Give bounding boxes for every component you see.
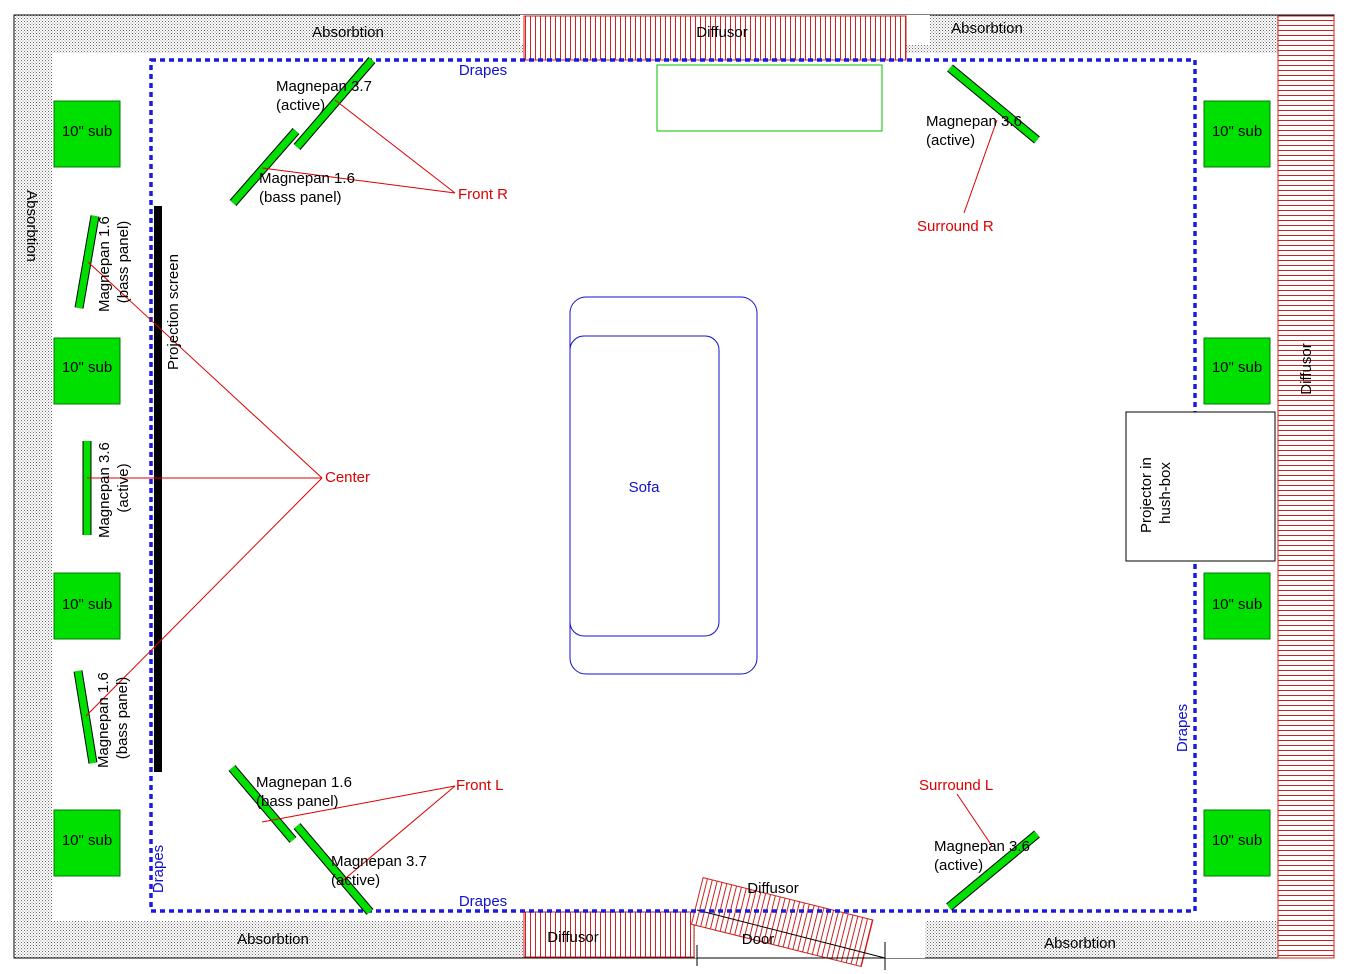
channel-center-label: Center: [325, 469, 370, 486]
panel-front-l-37: [293, 823, 374, 915]
speaker-center-top-16-label: Magnepan 1.6 (bass panel): [96, 212, 132, 312]
projection-screen-bar: [154, 206, 162, 772]
diffusor-top-panel: [523, 15, 907, 61]
sofa-inner: [569, 335, 720, 637]
absorption-bottom-right-label: Absorbtion: [1044, 935, 1116, 952]
channel-surround-r-label: Surround R: [917, 218, 994, 235]
diffusor-top-label: Diffusor: [696, 24, 747, 41]
channel-surround-l-label: Surround L: [919, 777, 993, 794]
top-green-frame: [656, 64, 883, 132]
sub-left-3-label: 10" sub: [62, 596, 112, 613]
subwoofers: [53, 100, 1271, 877]
speaker-surround-r-36-label: Magnepan 3.6 (active): [926, 113, 1026, 149]
sub-left-4-label: 10" sub: [62, 832, 112, 849]
sofa: [569, 296, 758, 675]
speaker-front-r-16-label: Magnepan 1.6 (bass panel): [259, 170, 359, 206]
speaker-surround-l-36-label: Magnepan 3.6 (active): [934, 838, 1034, 874]
sub-right-1: [1203, 100, 1271, 168]
panel-center-bottom-16: [73, 670, 98, 764]
speaker-center-36-label: Magnepan 3.6 (active): [96, 438, 132, 538]
diffusor-bottom-label: Diffusor: [547, 929, 598, 946]
channel-front-r-label: Front R: [458, 186, 508, 203]
projection-screen-label: Projection screen: [165, 254, 182, 370]
sub-right-3: [1203, 572, 1271, 640]
sub-right-1-label: 10" sub: [1212, 123, 1262, 140]
sub-left-1: [53, 100, 121, 168]
panel-center-top-16: [74, 215, 100, 309]
drapes-right-label: Drapes: [1174, 704, 1191, 752]
panel-front-r-16: [229, 128, 300, 206]
sub-right-2-label: 10" sub: [1212, 359, 1262, 376]
panel-surround-r-36: [947, 64, 1040, 144]
drapes-top-label: Drapes: [459, 62, 507, 79]
sub-right-4-label: 10" sub: [1212, 832, 1262, 849]
diffusor-angled-panel: [690, 877, 874, 968]
diffusor-right-label: Diffusor: [1298, 343, 1315, 394]
absorption-left-label: Absorbtion: [23, 190, 40, 262]
absorption-bottom-left-label: Absorbtion: [237, 931, 309, 948]
diffusor-right-panel: [1277, 15, 1335, 959]
projector-label: Projector in hush-box: [1138, 453, 1174, 533]
channel-front-l-label: Front L: [456, 777, 504, 794]
sub-right-3-label: 10" sub: [1212, 596, 1262, 613]
drapes-left-label: Drapes: [150, 845, 167, 893]
door: [696, 909, 886, 970]
diffusor-angled-label: Diffusor: [747, 880, 798, 897]
sub-left-2: [53, 337, 121, 405]
sub-left-4: [53, 809, 121, 877]
sub-left-1-label: 10" sub: [62, 123, 112, 140]
sofa-label: Sofa: [629, 479, 661, 496]
speaker-center-bottom-16-label: Magnepan 1.6 (bass panel): [95, 668, 131, 768]
projector-box: [1125, 411, 1276, 562]
sub-right-4: [1203, 809, 1271, 877]
door-label: Door: [742, 931, 775, 948]
speaker-front-l-37-label: Magnepan 3.7 (active): [331, 853, 431, 889]
diffusor-bottom-panel: [523, 911, 695, 958]
sub-left-2-label: 10" sub: [62, 359, 112, 376]
panel-surround-l-36: [946, 830, 1040, 911]
speaker-panels: [73, 57, 1040, 915]
drapes-bottom-label: Drapes: [459, 893, 507, 910]
diffusors: [523, 15, 1335, 968]
absorption-top-left-label: Absorbtion: [312, 24, 384, 41]
panel-front-l-16: [228, 765, 297, 843]
sub-right-2: [1203, 337, 1271, 405]
speaker-front-r-37-label: Magnepan 3.7 (active): [276, 78, 376, 114]
absorption-panels: [13, 14, 1335, 959]
sub-left-3: [53, 572, 121, 640]
absorption-top-right-label: Absorbtion: [951, 20, 1023, 37]
speaker-front-l-16-label: Magnepan 1.6 (bass panel): [256, 774, 356, 810]
panel-front-r-37: [293, 57, 376, 150]
leader-lines: [85, 99, 998, 884]
